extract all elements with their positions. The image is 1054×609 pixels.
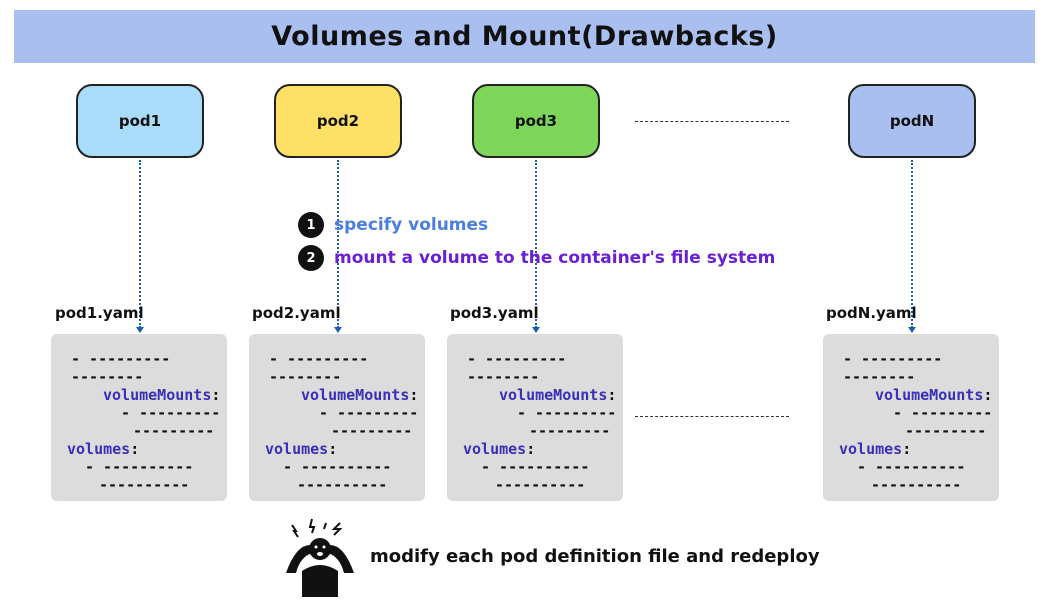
yaml-line: - --------- [843,350,943,368]
yaml-colon: : [902,440,912,458]
yaml-key: volumes [839,440,903,458]
yaml-key-line: volumes: [839,440,911,458]
yaml-colon: : [130,440,140,458]
yaml-key-line: volumes: [463,440,535,458]
pod-box-3: pod3 [472,84,600,158]
yaml-line: - --------- [71,350,171,368]
yaml-line: ---------- [297,476,388,494]
step-number-badge: 1 [298,212,324,238]
yaml-line: - ---------- [283,458,392,476]
yaml-key-line: volumeMounts: [875,386,992,404]
yaml-line: --------- [133,422,215,440]
step-text: mount a volume to the container's file s… [334,248,776,268]
yaml-line: -------- [269,368,342,386]
yaml-key-line: volumeMounts: [301,386,418,404]
arrow-down-icon [532,327,540,333]
yaml-file-box: - --------- -------- volumeMounts: - ---… [249,334,425,501]
page-title: Volumes and Mount(Drawbacks) [271,21,778,52]
pod-label: pod2 [316,112,360,130]
yaml-file-box: - --------- -------- volumeMounts: - ---… [447,334,623,501]
pod-box-1: pod1 [76,84,204,158]
yaml-line: - --------- [467,350,567,368]
frustrated-person-icon [286,518,354,597]
steps-list: 1 specify volumes 2 mount a volume to th… [298,210,775,276]
ellipsis-dash-top [635,121,789,122]
pod-box-2: pod2 [274,84,402,158]
connector-line-n [911,160,913,328]
yaml-key-line: volumeMounts: [103,386,220,404]
yaml-line: - ---------- [857,458,966,476]
yaml-line: --------- [529,422,611,440]
arrow-down-icon [908,327,916,333]
connector-line-1 [139,160,141,328]
yaml-filename: pod1.yaml [55,304,144,322]
step-item: 2 mount a volume to the container's file… [298,243,775,273]
yaml-key: volumeMounts [103,386,212,404]
yaml-key: volumeMounts [875,386,984,404]
step-number-badge: 2 [298,245,324,271]
pod-label: podN [889,112,935,130]
yaml-key: volumes [67,440,131,458]
step-item: 1 specify volumes [298,210,775,240]
yaml-line: ---------- [871,476,962,494]
connector-line-3 [535,160,537,328]
yaml-key-line: volumeMounts: [499,386,616,404]
yaml-colon: : [983,386,993,404]
yaml-line: ---------- [99,476,190,494]
bottom-note-text: modify each pod definition file and rede… [370,545,820,567]
connector-line-2 [337,160,339,328]
yaml-line: - --------- [517,404,617,422]
arrow-down-icon [136,327,144,333]
yaml-key: volumes [463,440,527,458]
step-text: specify volumes [334,215,489,235]
yaml-file-box: - --------- -------- volumeMounts: - ---… [823,334,999,501]
pod-label: pod3 [514,112,558,130]
yaml-colon: : [607,386,617,404]
yaml-colon: : [409,386,419,404]
yaml-filename: podN.yaml [826,304,917,322]
pod-box-n: podN [848,84,976,158]
bottom-note: modify each pod definition file and rede… [282,515,820,597]
yaml-line: - ---------- [85,458,194,476]
pod-label: pod1 [118,112,162,130]
yaml-key: volumes [265,440,329,458]
yaml-line: ---------- [495,476,586,494]
yaml-filename: pod2.yaml [252,304,341,322]
yaml-key-line: volumes: [67,440,139,458]
yaml-line: -------- [467,368,540,386]
yaml-key: volumeMounts [301,386,410,404]
title-bar: Volumes and Mount(Drawbacks) [14,10,1035,63]
yaml-colon: : [526,440,536,458]
ellipsis-dash-bottom [635,416,789,417]
yaml-file-box: - --------- -------- volumeMounts: - ---… [51,334,227,501]
arrow-down-icon [334,327,342,333]
yaml-key: volumeMounts [499,386,608,404]
yaml-line: - --------- [893,404,993,422]
yaml-colon: : [211,386,221,404]
yaml-line: - --------- [269,350,369,368]
yaml-key-line: volumes: [265,440,337,458]
yaml-colon: : [328,440,338,458]
yaml-line: - --------- [121,404,221,422]
yaml-line: - --------- [319,404,419,422]
yaml-line: - ---------- [481,458,590,476]
yaml-line: -------- [71,368,144,386]
yaml-filename: pod3.yaml [450,304,539,322]
yaml-line: -------- [843,368,916,386]
yaml-line: --------- [905,422,987,440]
yaml-line: --------- [331,422,413,440]
